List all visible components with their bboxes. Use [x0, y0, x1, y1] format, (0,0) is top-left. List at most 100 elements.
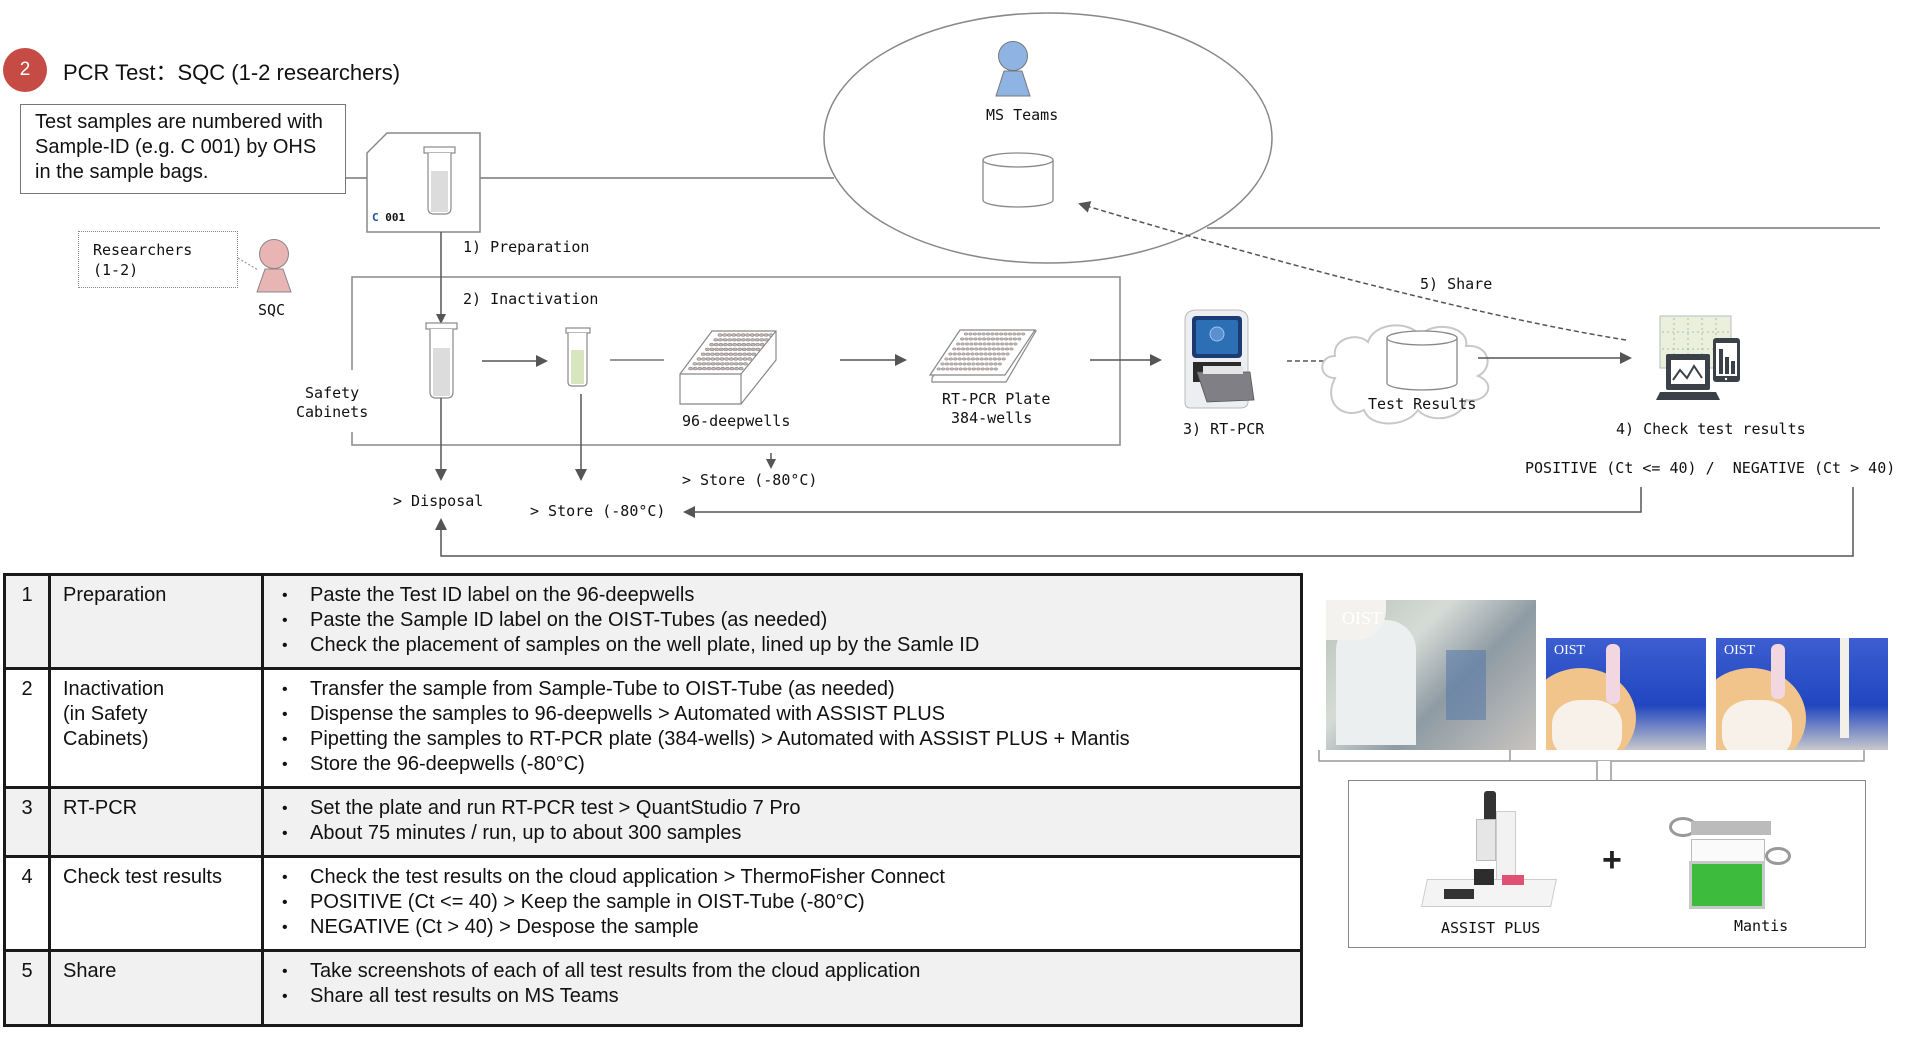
researchers-note: Researchers (1-2) — [78, 231, 238, 288]
row-items: Check the test results on the cloud appl… — [261, 855, 1303, 952]
well — [995, 337, 1000, 341]
well — [996, 347, 1001, 351]
well — [992, 352, 997, 356]
well — [710, 362, 716, 366]
well — [741, 343, 747, 347]
well — [755, 343, 760, 347]
well — [961, 352, 966, 356]
well — [715, 367, 721, 371]
sqc-person-icon — [256, 239, 292, 293]
page-title: PCR Test：SQC (1-2 researchers) — [63, 60, 401, 85]
well — [1004, 342, 1009, 346]
well — [948, 352, 953, 356]
list-item: Store the 96-deepwells (-80°C) — [282, 752, 1288, 777]
mantis-label: Mantis — [1734, 917, 1789, 935]
well — [701, 357, 706, 361]
well — [979, 357, 984, 361]
well — [989, 367, 994, 371]
sample-bag-label: C 001 — [372, 211, 405, 224]
well — [719, 357, 725, 361]
well — [700, 352, 706, 356]
list-item: Check the test results on the cloud appl… — [282, 865, 1288, 890]
well — [991, 347, 997, 351]
well — [961, 357, 967, 361]
well — [706, 362, 711, 366]
well — [977, 337, 982, 341]
well — [737, 347, 742, 352]
well — [733, 352, 738, 356]
well — [727, 338, 732, 342]
well — [971, 367, 977, 371]
well — [958, 362, 963, 366]
sleeve — [1552, 700, 1622, 750]
well — [714, 352, 720, 356]
list-item: Take screenshots of each of all test res… — [282, 959, 1288, 984]
list-item: Check the placement of samples on the we… — [282, 633, 1288, 658]
well — [715, 362, 721, 366]
well — [988, 357, 993, 361]
row-number: 2 — [3, 667, 51, 789]
well — [705, 352, 711, 356]
well — [944, 357, 949, 361]
row-number: 1 — [3, 573, 51, 670]
well — [948, 357, 954, 361]
well — [970, 357, 976, 361]
table-row: 5 Share Take screenshots of each of all … — [3, 949, 1303, 1027]
deepwells-label: 96-deepwells — [682, 412, 791, 430]
assist-plus-icon — [1421, 791, 1557, 911]
well — [734, 367, 739, 371]
well — [768, 333, 773, 337]
sample-tube-icon — [423, 146, 456, 215]
well — [714, 347, 719, 352]
well — [736, 333, 741, 337]
list-item: Dispense the samples to 96-deepwells > A… — [282, 702, 1288, 727]
row-number: 4 — [3, 855, 51, 952]
well — [994, 332, 999, 336]
well — [949, 362, 954, 366]
well — [1008, 337, 1013, 341]
well — [952, 347, 957, 351]
well — [733, 362, 739, 366]
well — [954, 367, 959, 371]
list-item: Paste the Sample ID label on the OIST-Tu… — [282, 608, 1288, 633]
well — [962, 367, 968, 371]
well — [738, 362, 744, 366]
well — [976, 367, 981, 371]
well — [722, 338, 728, 342]
plus-sign: + — [1602, 841, 1622, 879]
well — [974, 347, 979, 351]
well — [996, 352, 1001, 356]
step-rtpcr-label: 3) RT-PCR — [1183, 420, 1265, 438]
steps-table: 1 Preparation Paste the Test ID label on… — [3, 573, 1303, 1027]
well — [731, 333, 737, 337]
assist-plus-label: ASSIST PLUS — [1441, 919, 1541, 937]
well — [983, 357, 989, 361]
well — [944, 362, 950, 366]
well — [993, 362, 998, 366]
well — [745, 338, 751, 342]
sample-bag-label-number: 001 — [385, 211, 406, 224]
lab-photo-pipette: OIST — [1716, 638, 1888, 750]
well — [985, 332, 991, 336]
well — [965, 347, 970, 351]
well — [963, 332, 969, 336]
table-row: 1 Preparation Paste the Test ID label on… — [3, 573, 1303, 670]
row-items: Paste the Test ID label on the 96-deepwe… — [261, 573, 1303, 670]
well — [967, 367, 972, 371]
well — [962, 362, 967, 366]
well — [709, 343, 714, 347]
well — [995, 342, 1000, 346]
well — [755, 347, 761, 352]
well — [1009, 347, 1014, 351]
ms-teams-zone — [823, 12, 1273, 264]
well — [956, 342, 961, 346]
tube — [1771, 644, 1785, 699]
well — [759, 338, 765, 342]
row-items: Take screenshots of each of all test res… — [261, 949, 1303, 1027]
well — [754, 338, 760, 342]
well — [759, 343, 765, 347]
well — [956, 347, 961, 351]
well — [1004, 347, 1010, 351]
well — [999, 337, 1004, 341]
well — [723, 352, 729, 356]
